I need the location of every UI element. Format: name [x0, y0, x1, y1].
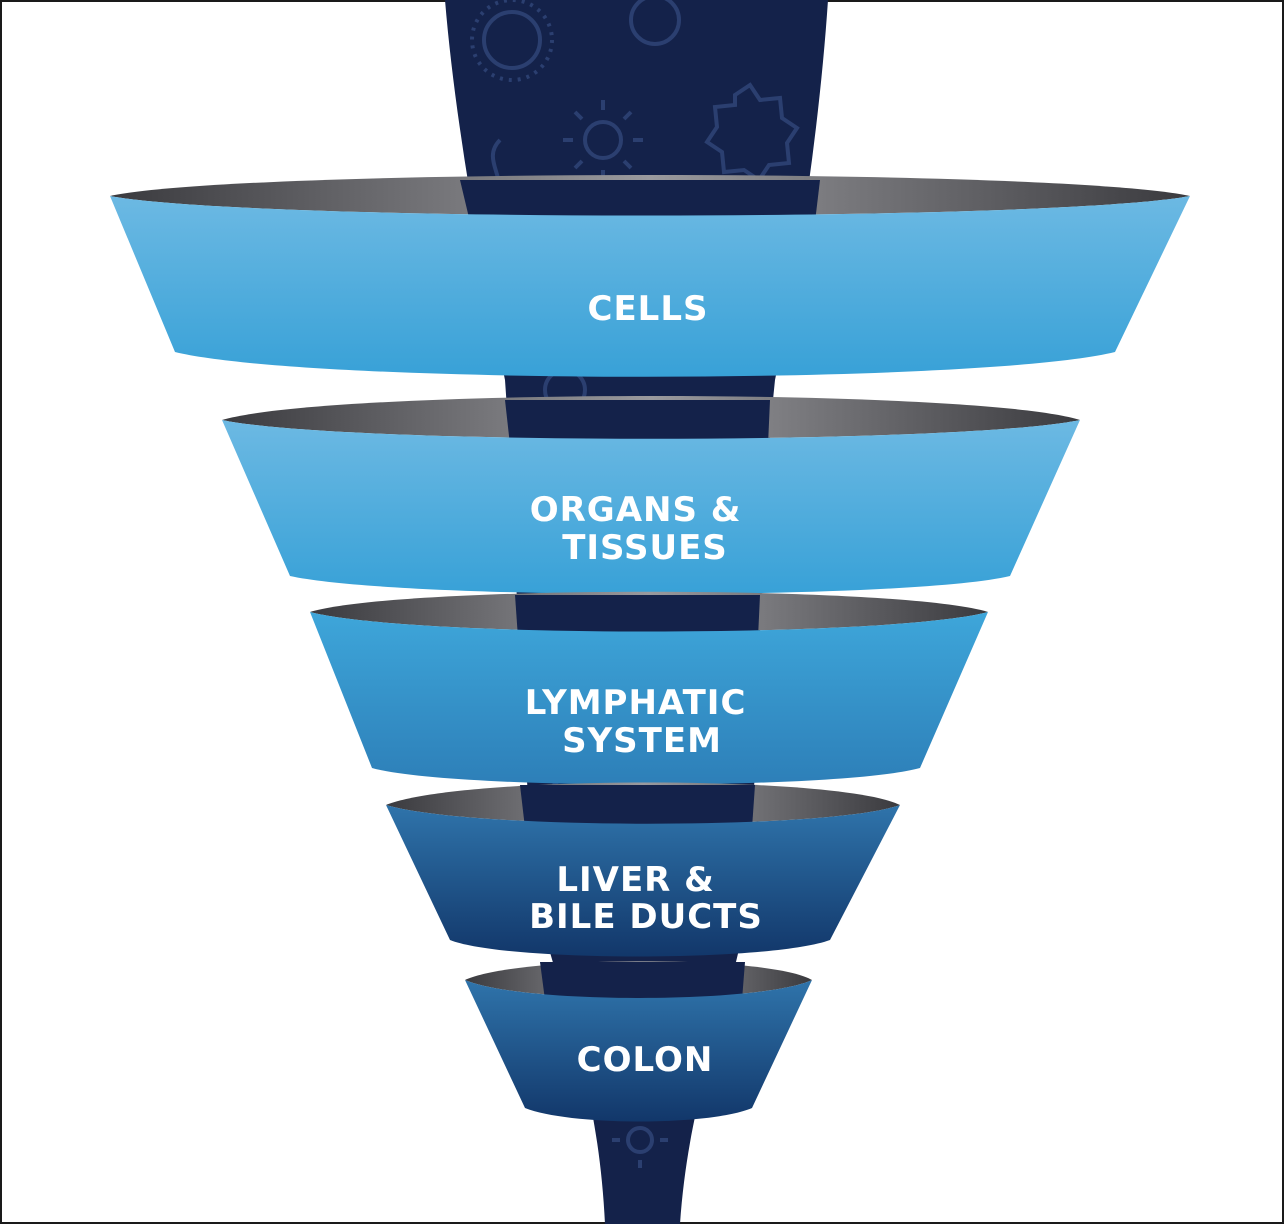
- tier-colon-label: COLON: [577, 1040, 714, 1080]
- tier-colon: COLON: [465, 961, 812, 1122]
- virus-icon: [704, 82, 800, 183]
- tier-cells-label: CELLS: [588, 289, 709, 329]
- virus-icon: [470, 0, 554, 82]
- tier-cells: CELLS: [110, 175, 1190, 377]
- tier-liver-bile-ducts: LIVER & BILE DUCTS: [386, 782, 900, 957]
- tier-organs-tissues-label: ORGANS & TISSUES: [530, 490, 755, 568]
- tier-liver-bile-ducts-band: [386, 805, 900, 957]
- tier-liver-bile-ducts-label: LIVER & BILE DUCTS: [529, 860, 763, 937]
- tier-colon-band: [465, 980, 812, 1122]
- tier-lymphatic-system-label: LYMPHATIC SYSTEM: [525, 683, 760, 761]
- tier-cells-band: [110, 196, 1190, 377]
- cell-icon: [629, 0, 681, 46]
- tier-lymphatic-system-band: [310, 612, 988, 785]
- tier-organs-tissues-band: [222, 420, 1080, 594]
- tier-organs-tissues: ORGANS & TISSUES: [222, 396, 1080, 594]
- tier-lymphatic-system: LYMPHATIC SYSTEM: [310, 591, 988, 785]
- virus-icon: [563, 100, 643, 180]
